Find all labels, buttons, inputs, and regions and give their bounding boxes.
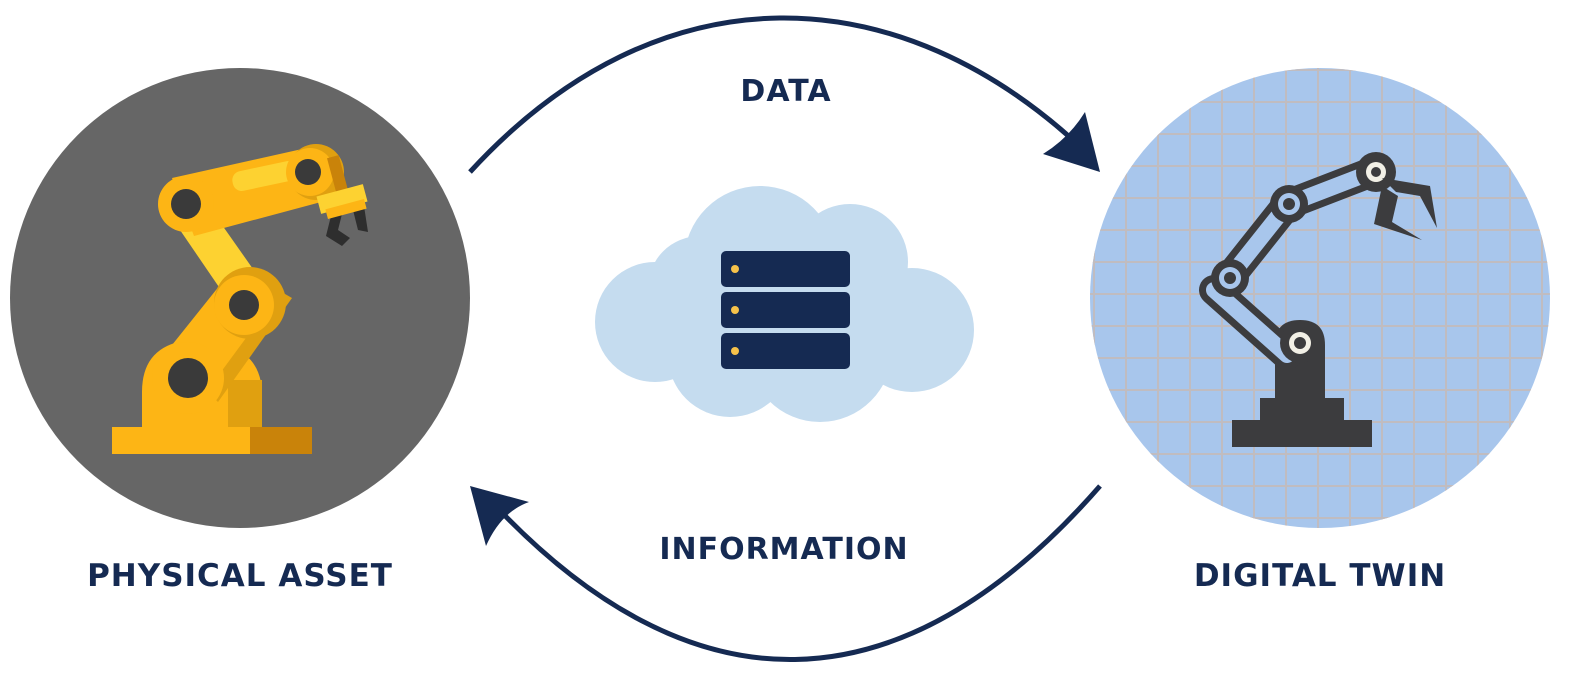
cloud-server-icon [595, 186, 974, 422]
information-flow-label: INFORMATION [659, 532, 909, 567]
data-flow-arrow [468, 15, 1100, 174]
server-stack [721, 251, 850, 369]
data-flow-label: DATA [740, 74, 832, 109]
industrial-robot-arm-icon [112, 144, 368, 454]
physical-asset-label: PHYSICAL ASSET [87, 558, 393, 594]
robot-arm-outline-icon [1199, 152, 1437, 447]
information-flow-arrow [470, 484, 1102, 662]
digital-twin-label: DIGITAL TWIN [1193, 558, 1447, 594]
digital-twin-circle [1090, 68, 1550, 528]
